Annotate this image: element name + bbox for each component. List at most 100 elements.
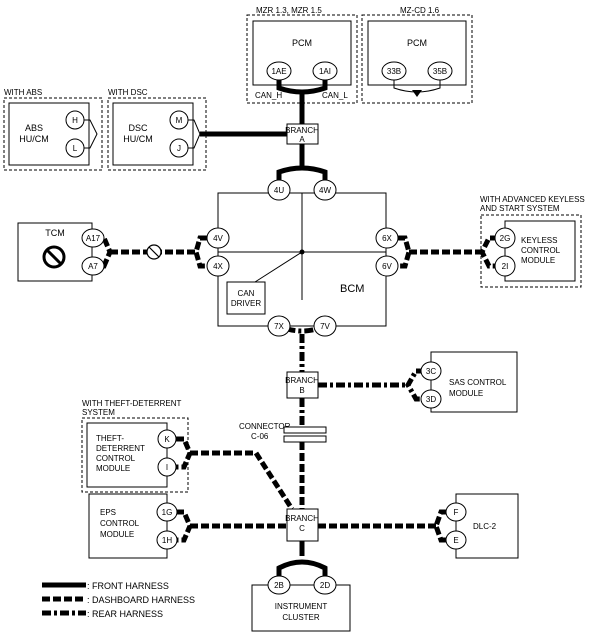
tcm-title: TCM <box>45 228 65 238</box>
legend-rear-label: : REAR HARNESS <box>87 609 163 619</box>
tcm-group: TCM A17 A7 <box>17 222 105 282</box>
can-l-label: CAN_L <box>322 91 348 100</box>
eps-box <box>88 493 168 559</box>
pcm-mzcd-box <box>367 20 467 86</box>
pcm-mzr-box <box>252 20 352 86</box>
theft-option-label-2: SYSTEM <box>82 408 115 417</box>
eps-stub-harness <box>176 509 193 543</box>
bcm-title: BCM <box>340 283 364 295</box>
dlc-box <box>455 493 519 559</box>
bcm-pin-6v <box>375 255 399 277</box>
bcm-pin-7v <box>313 315 337 337</box>
eps-label-2: CONTROL <box>100 519 140 528</box>
dsc-group: WITH DSC DSC HU/CM M J <box>107 88 207 171</box>
sas-box <box>430 351 518 413</box>
bcm-pin-4x <box>206 255 230 277</box>
branch-c-label-2: C <box>299 524 305 533</box>
branch-b-label-2: B <box>299 386 304 395</box>
eps-pin-1h-label: 1H <box>162 536 172 545</box>
dlc-stub-harness <box>433 509 447 543</box>
theft-pin-k <box>157 429 177 449</box>
keyless-label-3: MODULE <box>521 256 555 265</box>
pcm-pin-33b-label: 33B <box>387 67 401 76</box>
eps-group: EPS CONTROL MODULE 1G 1H <box>88 493 178 559</box>
cluster-box <box>251 584 351 632</box>
cluster-pin-2b <box>267 575 291 595</box>
sas-group: SAS CONTROL MODULE 3C 3D <box>420 351 518 413</box>
pcm-pin-35b-label: 35B <box>433 67 447 76</box>
can-driver-label-1: CAN <box>238 289 255 298</box>
theft-label-3: CONTROL <box>96 454 136 463</box>
dlc-pin-f <box>445 502 467 522</box>
dlc-pin-e-label: E <box>453 536 458 545</box>
cluster-label-2: CLUSTER <box>282 613 320 622</box>
abs-group: WITH ABS ABS HU/CM H L <box>3 88 103 171</box>
bcm-4u-4w-front-harness <box>276 165 328 181</box>
prohibited-icon <box>42 245 66 269</box>
pcm-mzcd-group: MZ-CD 1.6 PCM 33B 35B <box>361 6 473 104</box>
dlc-pin-f-label: F <box>454 508 459 517</box>
branch-b-label-1: BRANCH <box>285 376 319 385</box>
branch-c: BRANCH C <box>285 508 319 542</box>
legend: : FRONT HARNESS : DASHBOARD HARNESS : RE… <box>42 581 195 619</box>
eps-label-3: MODULE <box>100 530 134 539</box>
can-h-label: CAN_H <box>255 91 282 100</box>
sas-label-2: MODULE <box>449 389 483 398</box>
cluster-pin-2d <box>313 575 337 595</box>
theft-pin-k-label: K <box>164 435 170 444</box>
pcm-pin-1ai-label: 1AI <box>319 67 331 76</box>
connector-top-half <box>283 426 327 434</box>
connector-bottom-half <box>283 435 327 443</box>
tcm-pin-a7-label: A7 <box>88 262 98 271</box>
sas-pin-3d <box>420 389 442 409</box>
abs-pin-h-label: H <box>72 116 78 125</box>
pcm-pin-1ae-label: 1AE <box>271 67 286 76</box>
can-driver-box <box>226 281 266 315</box>
pcm-mzcd-variant-label: MZ-CD 1.6 <box>400 6 440 15</box>
eps-pin-1h <box>156 530 178 550</box>
cluster-pin-2d-label: 2D <box>320 581 330 590</box>
tcm-box <box>17 222 93 282</box>
bcm-pin-6v-label: 6V <box>382 262 392 271</box>
pcm-mzr-title: PCM <box>292 38 312 48</box>
sas-pin-3c-label: 3C <box>426 367 436 376</box>
theft-box <box>86 422 168 488</box>
theft-to-branch-c-harness <box>190 450 295 511</box>
branch-b-box <box>286 371 319 399</box>
cluster-pin-2b-label: 2B <box>274 581 284 590</box>
bcm-pin-4w-label: 4W <box>319 186 331 195</box>
sas-stub-harness <box>405 368 425 402</box>
keyless-pin-2g <box>494 227 516 249</box>
bcm-group: CAN DRIVER BCM 4U 4W 4V 4X 6X 6V 7X 7V <box>206 179 399 337</box>
sas-pin-3c <box>420 361 442 381</box>
dsc-option-label: WITH DSC <box>108 88 148 97</box>
eps-pin-1g <box>156 502 178 522</box>
bcm-pin-6x <box>375 227 399 249</box>
dlc-group: DLC-2 F E <box>445 493 519 559</box>
branch-a: BRANCH A <box>285 123 319 145</box>
cluster-group: INSTRUMENT CLUSTER 2B 2D <box>251 575 351 632</box>
dsc-pin-j-label: J <box>177 144 181 153</box>
bcm-driver-link <box>254 251 303 283</box>
abs-title-1: ABS <box>25 123 43 133</box>
bcm-pin-4w <box>313 179 337 201</box>
prohibited-icon <box>146 244 162 260</box>
abs-stub <box>84 119 98 149</box>
keyless-group: WITH ADVANCED KEYLESS AND START SYSTEM K… <box>480 195 585 288</box>
legend-dashboard-label: : DASHBOARD HARNESS <box>87 595 195 605</box>
eps-pin-1g-label: 1G <box>162 508 173 517</box>
bcm-pin-7x <box>267 315 291 337</box>
tcm-pin-a7 <box>81 256 105 276</box>
branch-a-box <box>286 123 319 145</box>
theft-pin-i <box>157 457 177 477</box>
dlc-pin-e <box>445 530 467 550</box>
tcm-pin-a17 <box>81 228 105 248</box>
bcm-pin-7x-label: 7X <box>274 322 284 331</box>
eps-label-1: EPS <box>100 508 116 517</box>
theft-pin-i-label: I <box>166 463 168 472</box>
connector-label-1: CONNECTOR <box>239 422 291 431</box>
cluster-label-1: INSTRUMENT <box>275 602 328 611</box>
bcm-pin-7v-label: 7V <box>320 322 330 331</box>
keyless-option-label-2: AND START SYSTEM <box>480 204 560 213</box>
tcm-pin-a17-label: A17 <box>86 234 101 243</box>
